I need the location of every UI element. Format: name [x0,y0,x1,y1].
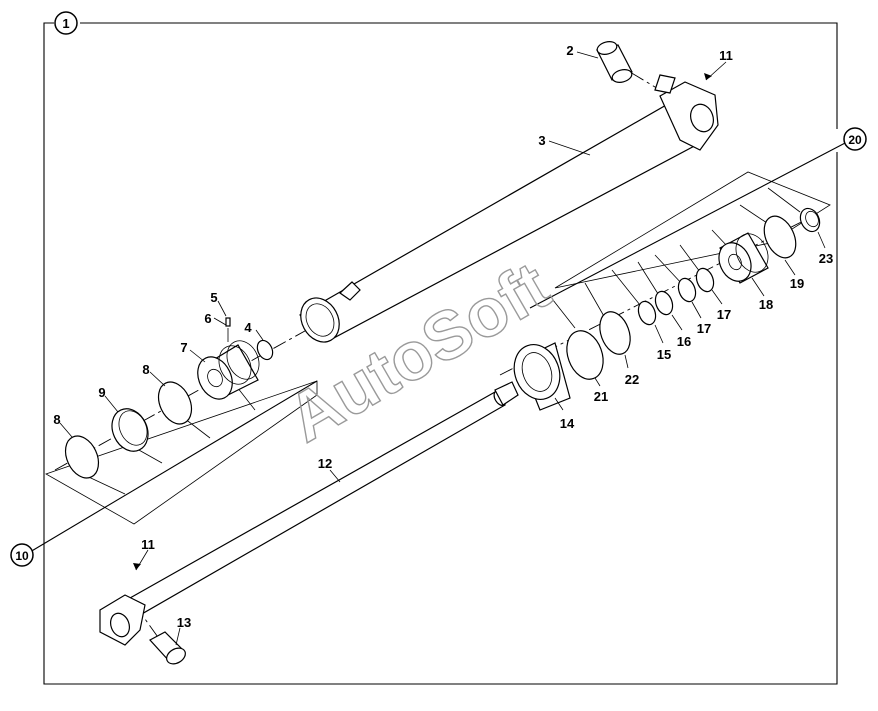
seal-23[interactable] [797,205,823,234]
o-ring-4[interactable] [254,338,275,362]
cylinder-axis-line [54,316,331,471]
set-screw[interactable] [225,317,231,327]
label-7: 7 [180,340,187,355]
seal-ring-8-lower[interactable] [59,431,105,484]
label-17a: 17 [697,321,711,336]
label-14: 14 [560,416,575,431]
label-23: 23 [819,251,833,266]
label-16: 16 [677,334,691,349]
cylinder-barrel[interactable] [293,74,719,349]
label-8-upper: 8 [142,362,149,377]
seal-22[interactable] [594,308,635,359]
seal-16[interactable] [652,289,675,317]
seal-21[interactable] [560,326,609,385]
seal-ring-8-upper[interactable] [152,377,198,430]
part-labels: 2 11 3 5 6 4 7 8 9 8 12 11 13 14 21 22 1… [53,43,833,630]
label-12: 12 [318,456,332,471]
seal-17b[interactable] [693,266,716,294]
wear-ring-9[interactable] [105,403,154,457]
callout-1-label: 1 [62,16,69,31]
label-17b: 17 [717,307,731,322]
piston[interactable] [191,336,265,405]
label-5: 5 [210,290,217,305]
label-15: 15 [657,347,671,362]
seal-15[interactable] [635,299,658,327]
bushing-top[interactable] [596,40,633,85]
label-11-bottom: 11 [141,537,155,552]
label-4: 4 [244,320,252,335]
label-3: 3 [538,133,545,148]
label-21: 21 [594,389,608,404]
rod-guide[interactable] [507,338,571,411]
label-18: 18 [759,297,773,312]
piston-rod[interactable] [99,381,519,646]
label-9: 9 [98,385,105,400]
callout-20[interactable]: 20 [843,127,867,151]
diagram-frame [43,22,838,685]
callout-10-label: 10 [15,549,29,563]
label-2: 2 [566,43,573,58]
callout-20-label: 20 [848,133,862,147]
label-19: 19 [790,276,804,291]
seal-kit-20-outline [554,171,831,289]
callout-1[interactable]: 1 [54,11,78,35]
callout-10[interactable]: 10 [10,543,34,567]
label-22: 22 [625,372,639,387]
seal-17a[interactable] [675,276,698,304]
leader-lines [59,51,826,646]
seal-19[interactable] [758,211,802,263]
label-11-top: 11 [719,48,733,63]
label-8-lower: 8 [53,412,60,427]
bushing-bottom[interactable] [149,631,188,667]
label-6: 6 [204,311,211,326]
label-13: 13 [177,615,191,630]
piston-18[interactable] [713,229,774,287]
